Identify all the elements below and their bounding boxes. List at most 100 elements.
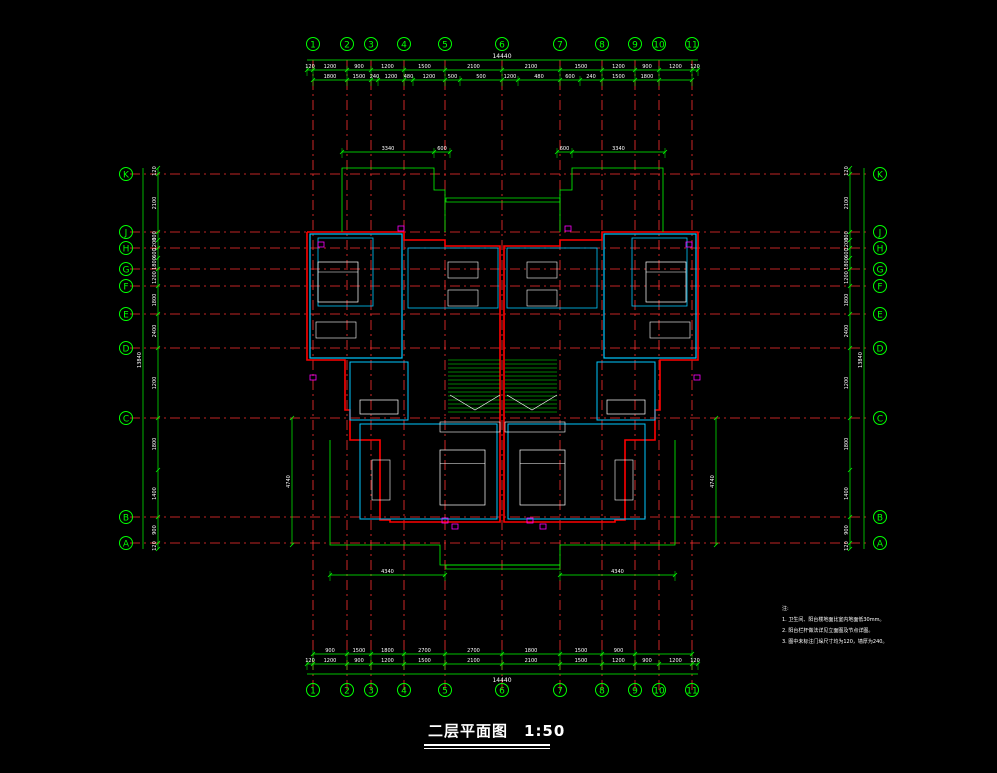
axis-top-11: 11 — [686, 41, 697, 51]
axis-top-7: 7 — [557, 41, 563, 51]
axis-right-E-circle — [873, 307, 887, 321]
right-dim-tick-7 — [847, 283, 853, 289]
top-dim-row2-text-8: 1200 — [504, 74, 517, 80]
axis-right-D-circle — [873, 341, 887, 355]
left-total-text: 13840 — [137, 352, 143, 368]
top-dim-row2-text-9: 480 — [534, 74, 544, 80]
left-dim-text-12: 900 — [152, 525, 158, 535]
title-underline-thick — [424, 744, 550, 746]
walls — [306, 167, 701, 570]
left-dim-tick-6 — [155, 266, 161, 272]
bottom-dim-row1-text-5: 2100 — [467, 658, 480, 664]
left-dim-tick-0 — [155, 165, 161, 171]
left-dim-text-0: 120 — [152, 166, 158, 176]
upper-balcony-dim-left-text-0: 3340 — [382, 146, 395, 152]
left-dim-text-4: 600 — [152, 248, 158, 258]
axis-bottom-3: 3 — [368, 687, 374, 697]
left-dim-text-2: 600 — [152, 231, 158, 241]
tag-7 — [539, 523, 547, 530]
right-dim-text-1: 2100 — [844, 197, 850, 210]
axis-right-C: C — [877, 415, 883, 425]
left-dim-text-8: 2400 — [152, 325, 158, 338]
left-dim-text-1: 2100 — [152, 197, 158, 210]
axis-bottom-7-circle — [553, 683, 567, 697]
note-line-1: 1. 卫生间、阳台楼地面比室内地面低30mm。 — [782, 617, 885, 623]
axis-bottom-2: 2 — [344, 687, 350, 697]
axis-left-F-circle — [119, 279, 133, 293]
outline-left-unit — [306, 231, 501, 523]
axis-bottom-11-circle — [685, 683, 699, 697]
bottom-dim-row1-text-4: 1500 — [418, 658, 431, 664]
bottom-dim-row2-text-0: 900 — [325, 648, 335, 654]
right-dim-tick-6 — [847, 266, 853, 272]
axis-right-B-circle — [873, 510, 887, 524]
axis-top-8-circle — [595, 37, 609, 51]
tag-8 — [441, 517, 449, 524]
sofa-right — [526, 289, 558, 307]
shelf-left — [315, 321, 357, 339]
axis-right-G: G — [877, 266, 884, 276]
bottom-dim-row2-text-1: 1500 — [353, 648, 366, 654]
bed-left — [317, 261, 359, 303]
axis-top-5: 5 — [442, 41, 448, 51]
right-dim-text-5: 1800 — [844, 257, 850, 270]
axis-left-A: A — [123, 540, 130, 550]
bottom-dim-row2-text-2: 1800 — [381, 648, 394, 654]
right-dim-text-6: 1200 — [844, 271, 850, 284]
axis-top-4: 4 — [401, 41, 407, 51]
top-dim-row2-text-7: 500 — [476, 74, 486, 80]
master-bedroom-left — [359, 423, 498, 520]
room-bedroom-right — [603, 233, 697, 359]
right-dim-text-12: 900 — [844, 525, 850, 535]
bottom-dim-row1-text-1: 1200 — [324, 658, 337, 664]
lower-balcony-dim-left-text-0: 4340 — [381, 569, 394, 575]
cabinet-right — [614, 459, 634, 501]
tag-5 — [693, 374, 701, 381]
axis-bottom-10-circle — [652, 683, 666, 697]
axis-bottom-8: 8 — [599, 687, 605, 697]
right-dim-tick-5 — [847, 255, 853, 261]
right-dim-tick-2 — [847, 229, 853, 235]
desk-left — [447, 261, 479, 279]
top-dim-row2-text-10: 600 — [565, 74, 575, 80]
upper-balcony-dim-right-text-1: 3340 — [612, 146, 625, 152]
axis-bottom-9: 9 — [632, 687, 638, 697]
bath-right — [596, 361, 656, 421]
axis-top-7-circle — [553, 37, 567, 51]
drawing-notes: 注: 1. 卫生间、阳台楼地面比室内地面低30mm。 2. 阳台栏杆做法详见立面… — [782, 604, 887, 648]
bottom-dim-row1-text-11: 120 — [690, 658, 700, 664]
bathtub-right — [606, 399, 646, 415]
bed-master-right — [519, 449, 566, 506]
top-dim-row1-text-10: 1200 — [669, 64, 682, 70]
top-dim-row1-text-5: 2100 — [467, 64, 480, 70]
axis-top-2-circle — [340, 37, 354, 51]
axis-bottom-4-circle — [397, 683, 411, 697]
axis-left-C-circle — [119, 411, 133, 425]
dimension-lines — [142, 59, 865, 675]
top-dim-row1-text-4: 1500 — [418, 64, 431, 70]
top-dim-row2-text-0: 1800 — [324, 74, 337, 80]
axis-top-11-circle — [685, 37, 699, 51]
bed-master-left — [439, 449, 486, 506]
top-dim-row1-text-0: 120 — [305, 64, 315, 70]
left-dim-tick-14 — [155, 546, 161, 552]
axis-left-H: H — [123, 245, 130, 255]
room-study-right — [506, 247, 598, 309]
top-dim-row2-text-2: 240 — [370, 74, 380, 80]
bottom-dim-row2-text-5: 1800 — [525, 648, 538, 654]
bottom-dim-row1-text-10: 1200 — [669, 658, 682, 664]
right-dim-text-9: 1200 — [844, 377, 850, 390]
tag-4 — [309, 374, 317, 381]
axis-left-C: C — [123, 415, 129, 425]
right-total-text: 13840 — [858, 352, 864, 368]
left-dim-text-13: 120 — [152, 541, 158, 551]
right-dim-tick-9 — [847, 345, 853, 351]
right-dim-tick-13 — [847, 540, 853, 546]
right-dim-text-11: 1400 — [844, 487, 850, 500]
axis-top-1: 1 — [310, 41, 316, 51]
left-dim-tick-9 — [155, 345, 161, 351]
right-dim-text-7: 1800 — [844, 294, 850, 307]
dimension-text: 120 1200 900 1200 1500 2100 2100 1500 1200 900 120… — [137, 53, 864, 684]
axis-right-A-circle — [873, 536, 887, 550]
